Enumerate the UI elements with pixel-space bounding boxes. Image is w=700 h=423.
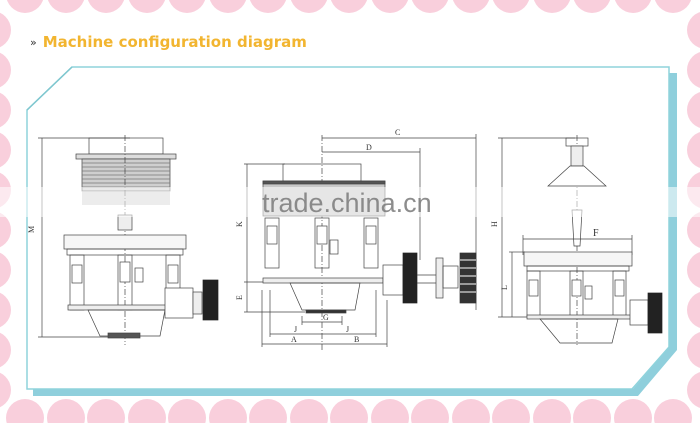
dim-label-j-left: J	[294, 325, 297, 334]
pink-dot	[687, 131, 700, 169]
pink-dot	[532, 399, 571, 423]
pink-dot	[289, 0, 328, 13]
pink-dot	[0, 251, 11, 289]
pink-dot	[370, 399, 409, 423]
pink-dot	[6, 0, 44, 13]
section-title-text: Machine configuration diagram	[42, 33, 307, 51]
pink-dot	[168, 399, 206, 423]
pink-dot	[87, 399, 125, 423]
pink-dot	[208, 0, 247, 13]
chevron-right-icon: »	[30, 35, 37, 49]
pink-dot	[492, 0, 530, 13]
pink-dot	[0, 11, 11, 49]
dim-label-e: E	[235, 295, 244, 300]
pink-dot	[0, 331, 11, 369]
pink-dot	[687, 51, 700, 89]
front-view-drawing	[38, 135, 219, 345]
pink-dot	[249, 399, 287, 423]
dim-label-m: M	[27, 226, 36, 233]
pink-dot	[370, 0, 409, 13]
pink-dot	[46, 0, 85, 13]
pink-dot	[168, 0, 206, 13]
side-view-drawing	[244, 134, 477, 350]
section-title: » Machine configuration diagram	[30, 33, 307, 51]
dim-label-k: K	[235, 221, 244, 227]
pink-dot	[687, 331, 700, 369]
pink-dot	[208, 399, 247, 423]
pink-dot	[492, 399, 530, 423]
pink-dot	[654, 399, 692, 423]
pink-dot	[0, 371, 11, 409]
pink-dot	[249, 0, 287, 13]
pink-dot	[451, 399, 490, 423]
dim-label-c: C	[395, 128, 400, 137]
pink-dot	[127, 399, 166, 423]
pink-dot	[0, 91, 11, 129]
pink-dot	[411, 0, 449, 13]
pink-dot	[687, 91, 700, 129]
pink-dot	[613, 0, 652, 13]
watermark: trade.china.cn	[262, 188, 432, 218]
pink-dot	[687, 211, 700, 249]
pink-dot	[411, 399, 449, 423]
dim-label-a: A	[291, 335, 297, 344]
pink-dot	[687, 251, 700, 289]
pink-dot	[0, 211, 11, 249]
pink-dot	[87, 0, 125, 13]
pink-dot	[0, 291, 11, 329]
end-view-drawing	[498, 135, 663, 345]
pink-dot	[330, 0, 368, 13]
pink-dot	[127, 0, 166, 13]
pink-dot	[0, 131, 11, 169]
pink-dot	[330, 399, 368, 423]
dim-label-l: L	[500, 285, 509, 290]
pink-dot	[0, 51, 11, 89]
pink-dot	[573, 0, 611, 13]
pink-dot	[289, 399, 328, 423]
dim-label-f: F	[593, 228, 599, 239]
dim-label-d: D	[366, 143, 372, 152]
pink-dot	[687, 291, 700, 329]
pink-dot	[573, 399, 611, 423]
pink-dot	[687, 371, 700, 409]
dim-label-h: H	[490, 221, 499, 227]
pink-dot	[451, 0, 490, 13]
pink-dot	[613, 399, 652, 423]
pink-dot	[654, 0, 692, 13]
dim-label-g: G	[323, 313, 329, 322]
pink-dot	[687, 11, 700, 49]
pink-dot	[46, 399, 85, 423]
pink-dot	[6, 399, 44, 423]
dim-label-b: B	[354, 335, 359, 344]
pink-dot	[532, 0, 571, 13]
dim-label-j-right: J	[346, 325, 349, 334]
